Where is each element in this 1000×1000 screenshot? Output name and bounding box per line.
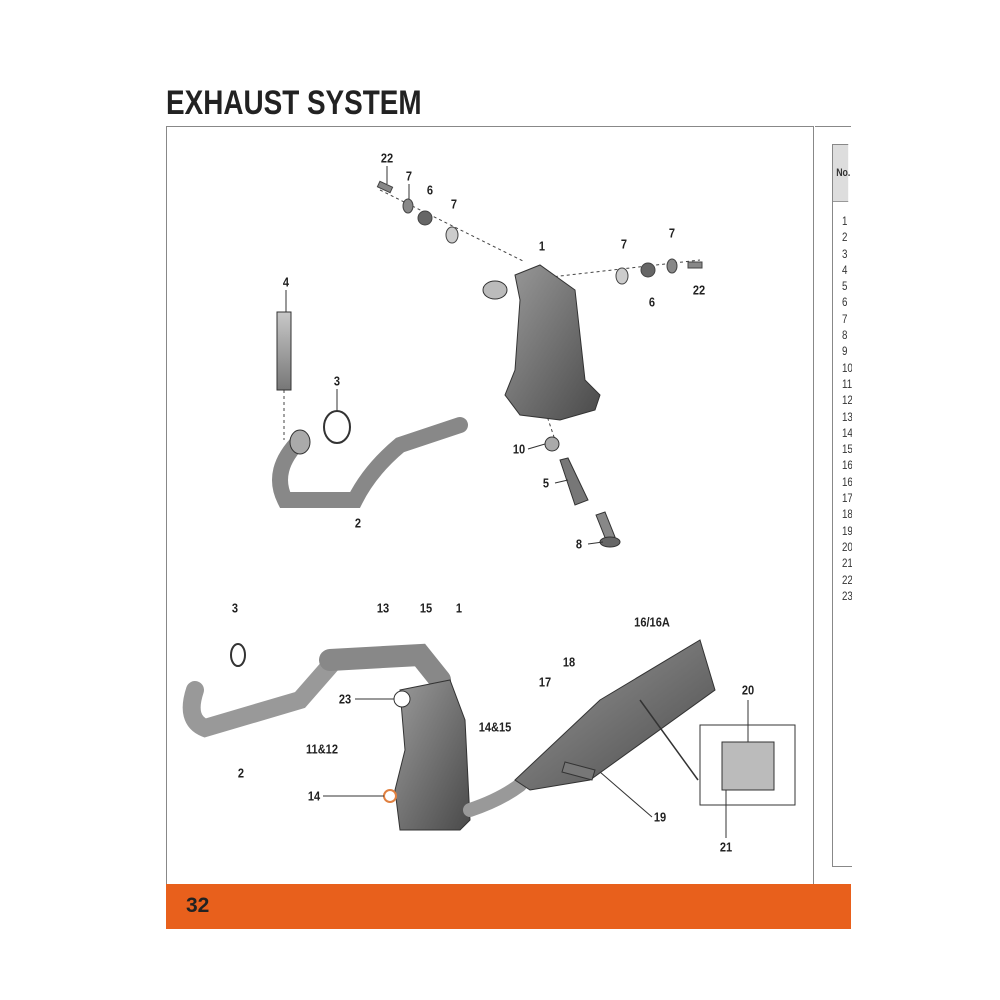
callout-1: 1 xyxy=(455,600,463,616)
callout-6: 6 xyxy=(648,294,656,310)
table-row: 16A xyxy=(842,476,852,489)
callout-4: 4 xyxy=(282,274,290,290)
table-row: 21 xyxy=(842,558,852,571)
callout-7: 7 xyxy=(450,196,458,212)
callout-23: 23 xyxy=(338,691,352,707)
table-row: 11 xyxy=(842,378,852,391)
table-row: 14 xyxy=(842,427,852,440)
callout-7: 7 xyxy=(405,168,413,184)
callout-6: 6 xyxy=(426,182,434,198)
callout-10: 10 xyxy=(512,441,526,457)
table-row: 15 xyxy=(842,444,852,457)
callout-8: 8 xyxy=(575,536,583,552)
callout-15: 15 xyxy=(419,600,433,616)
callout-7: 7 xyxy=(668,225,676,241)
table-row: 6 xyxy=(842,297,848,310)
table-row: 8 xyxy=(842,330,848,343)
diagram-frame xyxy=(166,126,814,885)
callout-22: 22 xyxy=(692,282,706,298)
table-row: 23 xyxy=(842,590,852,603)
table-row: 5 xyxy=(842,281,848,294)
table-row: 2 xyxy=(842,232,848,245)
table-row: 12 xyxy=(842,395,852,408)
divider xyxy=(815,126,851,127)
table-row: 22 xyxy=(842,574,852,587)
callout-11-12: 11&12 xyxy=(306,741,338,757)
callout-5: 5 xyxy=(542,475,550,491)
table-row: 9 xyxy=(842,346,848,359)
table-rows: 1234567891011121314151616A17181920212223 xyxy=(833,202,852,605)
table-header-no: No. xyxy=(833,144,850,202)
table-row: 17 xyxy=(842,493,852,506)
callout-19: 19 xyxy=(653,809,667,825)
table-row: 19 xyxy=(842,525,852,538)
callout-3: 3 xyxy=(231,600,239,616)
callout-20: 20 xyxy=(741,682,755,698)
callout-3: 3 xyxy=(333,373,341,389)
callout-21: 21 xyxy=(719,839,733,855)
callout-13: 13 xyxy=(376,600,390,616)
callout-16-16a: 16/16A xyxy=(634,614,670,630)
table-row: 3 xyxy=(842,248,848,261)
callout-22: 22 xyxy=(380,150,394,166)
page-title: EXHAUST SYSTEM xyxy=(166,84,422,122)
table-row: 13 xyxy=(842,411,852,424)
table-row: 20 xyxy=(842,541,852,554)
callout-2: 2 xyxy=(354,515,362,531)
callout-2: 2 xyxy=(237,765,245,781)
table-row: 18 xyxy=(842,509,852,522)
callout-14: 14 xyxy=(307,788,321,804)
callout-17: 17 xyxy=(538,674,552,690)
callout-18: 18 xyxy=(562,654,576,670)
callout-7: 7 xyxy=(620,236,628,252)
table-row: 10 xyxy=(842,362,852,375)
page-footer: 32 xyxy=(166,884,851,929)
page-number: 32 xyxy=(186,894,210,917)
callout-1: 1 xyxy=(538,238,546,254)
callout-14-15: 14&15 xyxy=(478,719,512,735)
table-row: 4 xyxy=(842,264,848,277)
parts-table: No. 1234567891011121314151616A1718192021… xyxy=(832,144,852,867)
table-row: 16 xyxy=(842,460,852,473)
table-row: 7 xyxy=(842,313,848,326)
table-row: 1 xyxy=(842,216,848,228)
